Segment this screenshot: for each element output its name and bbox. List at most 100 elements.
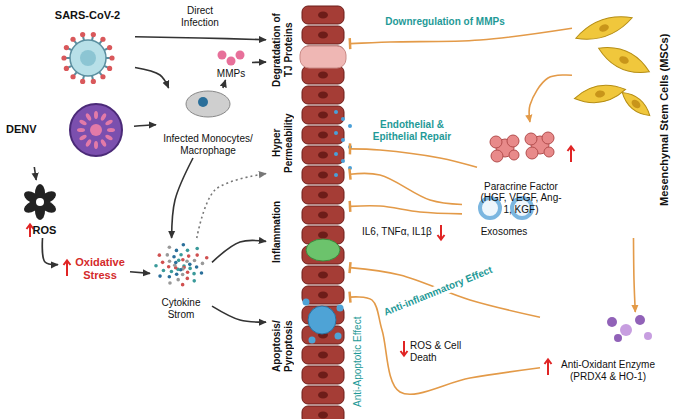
cytokine [166,253,170,257]
paracrine-factor [491,150,503,162]
vertical-label: Apoptosis/ Pyroptosis [271,306,294,386]
mmp-molecule [218,51,227,60]
cytokine [181,273,185,277]
arrow-connector [252,61,266,63]
leaking-fluid [334,131,338,135]
vertical-label: Hyper Permeability [271,104,294,182]
ros-centre [36,198,44,206]
ros-symbol [22,184,58,220]
cytokine [192,279,196,283]
shell-protein [79,119,88,126]
leaking-fluid [341,138,345,142]
cytokine [195,253,199,257]
tissue-cell [302,366,344,384]
tissue-cell [302,166,344,184]
inhibition-connector [350,206,462,214]
inhibition-connector [350,28,572,43]
cytokine [193,259,197,263]
virus-node: SARS-CoV-2 [40,8,135,88]
cell-nucleus [318,272,328,279]
degraded-junction [300,46,346,68]
arrow-connector [212,306,266,322]
cell-nucleus [318,192,328,199]
internal-virus [198,97,208,107]
node-label: DENV [6,123,37,136]
cell-nucleus [318,152,328,159]
shell-protein [94,111,98,119]
tissue-column [300,6,352,419]
tissue-cell [302,106,344,124]
cytokine [175,273,179,277]
spike-tip [107,45,112,50]
virus-node: DENV [4,92,134,167]
cytokine [161,261,165,265]
spike-tip [64,45,69,50]
cell-nucleus [318,232,328,239]
cell-nucleus [318,172,328,179]
decrease-arrow [401,341,408,356]
apoptotic-body [335,333,342,340]
stem-cell-node: Mesenchymal Stem Cells (MSCs) [572,2,674,238]
shell-protein [77,128,85,132]
node-label: MMPs [217,68,245,80]
cytokine [154,264,158,268]
spike-tip [91,32,96,37]
cell-nucleus [318,92,328,99]
cytokine [158,253,162,257]
arrow-connector [212,241,266,263]
spike-tip [70,74,75,79]
paracrine-factor [490,136,502,148]
tissue-cell [302,146,344,164]
cytokine [179,253,183,257]
node-label: Anti-Oxidant Enzyme (PRDX4 & HO-1) [554,359,662,382]
tissue-cell [302,206,344,224]
leaking-fluid [341,159,345,163]
cytokine [186,249,190,253]
shell-protein [79,134,88,141]
spike-tip [61,55,66,60]
spike-tip [100,37,105,42]
tissue-cell [302,86,344,104]
cell-nucleus [318,372,328,379]
level-arrows [27,147,575,376]
edge-label: Downregulation of MMPs [384,16,505,28]
leaking-fluid [348,124,352,128]
arrow-connector [130,272,150,274]
increase-arrow [64,261,71,277]
cytokine [185,259,189,263]
cytokine [181,258,185,262]
enzyme-node: MMPs [210,46,252,80]
tissue-cell [302,66,344,84]
cell-nucleus [318,112,328,119]
virus-envelope [70,40,106,76]
cytokine [181,283,185,287]
cytokine [168,281,172,285]
arrow-connector [197,174,266,238]
spike-tip [109,55,114,60]
cell-body [618,88,653,120]
cytokine [168,246,172,250]
vertical-label: Mesenchymal Stem Cells (MSCs) [658,7,671,233]
cytokine [170,270,174,274]
tissue-band: Hyper Permeability [266,100,350,186]
node-label: Paracrine Factor (HGF, VEGF, Ang-1, KGF) [479,181,563,216]
tissue-cell [302,346,344,364]
cytokine [174,261,178,265]
cell-nucleus [594,90,605,99]
cytokine [188,267,192,271]
inhibition-connector [350,297,540,394]
storm-node: Cytokine Strom [150,238,212,322]
shell-protein [94,141,98,149]
cell-nucleus [598,23,610,33]
monocyte [186,91,230,117]
decrease-arrow [438,225,445,240]
sars-cov-2-virus [61,32,114,84]
arrow-connector [633,238,635,312]
increase-arrow [568,147,575,163]
spike-tip [70,37,75,42]
virus-shell [70,104,122,156]
cytokine [195,247,199,251]
leaking-fluid [334,152,338,156]
mmp-molecule [227,57,236,66]
